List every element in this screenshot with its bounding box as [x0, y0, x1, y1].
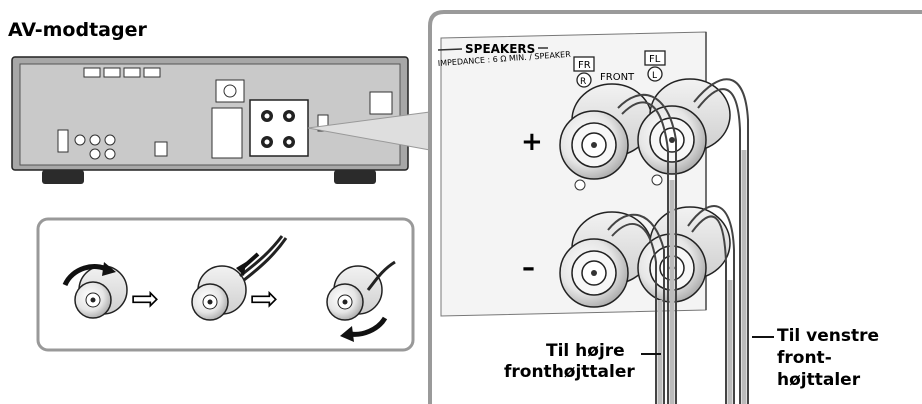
receiver-rear-panel	[11, 56, 409, 184]
step1-loosen-terminal	[62, 262, 128, 319]
receiver-title: AV-modtager	[8, 19, 147, 41]
fl-code: FL	[649, 54, 661, 65]
cable-right-speaker	[607, 93, 677, 404]
callout-left-line1: Til venstre	[777, 326, 879, 346]
plus-sign: +	[521, 127, 543, 157]
callout-right-line2: fronthøjttaler	[504, 362, 635, 382]
speakers-heading: SPEAKERS	[465, 42, 535, 56]
fr-code: FR	[578, 60, 591, 71]
step-arrow-2: ⇨	[250, 279, 279, 319]
callout-left-line3: højttaler	[777, 370, 861, 390]
step2-insert-wire	[191, 235, 288, 321]
right-channel-symbol: R	[580, 77, 586, 87]
left-channel-symbol: L	[652, 71, 657, 81]
step-arrow-1: ⇨	[131, 279, 160, 319]
right-channel-badge	[576, 72, 592, 88]
step3-tighten-terminal	[326, 260, 396, 342]
fl-badge	[644, 50, 666, 66]
minus-sign: –	[522, 253, 535, 283]
left-channel-badge	[647, 66, 663, 82]
cable-left-speaker	[687, 78, 749, 404]
connection-steps: ⇨ ⇨	[36, 217, 415, 352]
fr-badge	[573, 56, 595, 72]
callout-right-line1: Til højre	[546, 341, 625, 361]
front-label: FRONT	[600, 72, 635, 83]
callout-left-line2: front-	[777, 348, 832, 368]
speaker-terminal-panel: SPEAKERS IMPEDANCE : 6 Ω MIN. / SPEAKER …	[428, 10, 922, 404]
